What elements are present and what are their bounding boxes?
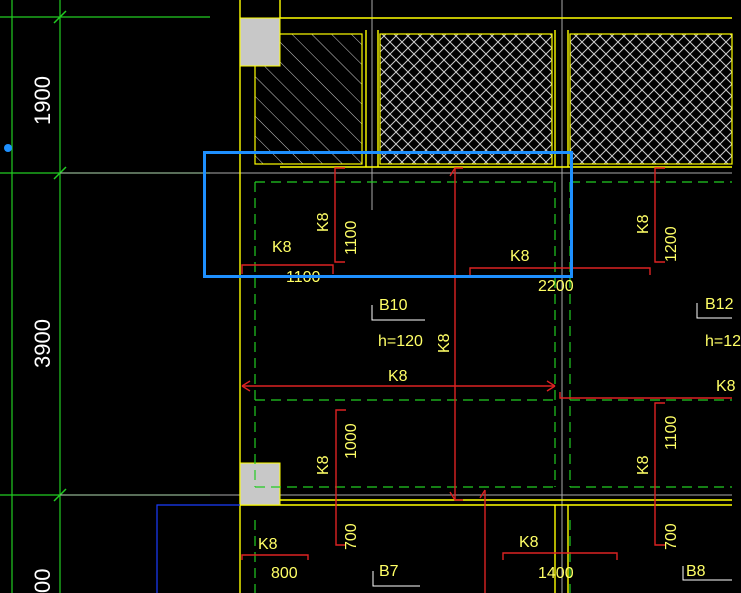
rebar-label-k8[interactable]: K8 — [258, 536, 278, 553]
rebar-label-k8[interactable]: K8 — [510, 248, 530, 265]
selection-rectangle[interactable] — [203, 151, 573, 278]
rebar-label-k8[interactable]: K8 — [436, 333, 453, 353]
slab-label-leaders — [371, 303, 732, 587]
axis-line-blue — [156, 504, 240, 593]
rebar-label-k8[interactable]: K8 — [635, 455, 652, 475]
grip-point[interactable] — [4, 144, 12, 152]
column-top[interactable] — [239, 17, 281, 67]
rebar-length-label[interactable]: 800 — [271, 565, 298, 582]
rebar-label-k8[interactable]: K8 — [635, 214, 652, 234]
rebar-label-k8[interactable]: K8 — [716, 378, 736, 395]
slab-thickness-b12[interactable]: h=12 — [705, 333, 741, 350]
rebar-length-label[interactable]: 700 — [343, 523, 360, 550]
rebar-length-label[interactable]: 700 — [663, 523, 680, 550]
rebar-label-k8[interactable]: K8 — [315, 455, 332, 475]
dimension-chain-left — [0, 0, 210, 593]
slab-name-b12[interactable]: B12 — [705, 296, 734, 313]
rebar-length-label[interactable]: 1000 — [343, 423, 360, 459]
rebar-arrowheads — [241, 167, 556, 501]
rebar-length-label[interactable]: 1200 — [663, 226, 680, 262]
rebar-length-label[interactable]: 1400 — [538, 565, 574, 582]
rebar-lines — [241, 167, 732, 593]
slab-name-b7[interactable]: B7 — [379, 563, 399, 580]
rebar-label-k8[interactable]: K8 — [272, 239, 292, 256]
dimension-left-top: 1900 — [30, 76, 55, 125]
hatched-slab-cross-2 — [569, 33, 733, 165]
dimension-left-bottom: 00 — [30, 568, 55, 593]
slab-name-b10[interactable]: B10 — [379, 297, 408, 314]
rebar-length-label[interactable]: 2200 — [538, 278, 574, 295]
dimension-left-mid: 3900 — [30, 319, 55, 368]
column-bottom[interactable] — [239, 462, 281, 506]
rebar-length-label[interactable]: 1100 — [663, 415, 680, 450]
rebar-label-k8[interactable]: K8 — [519, 534, 539, 551]
rebar-label-k8[interactable]: K8 — [388, 368, 408, 385]
slab-thickness-b10[interactable]: h=120 — [378, 333, 423, 350]
slab-name-b8[interactable]: B8 — [686, 563, 706, 580]
hatched-slab-cross-1 — [379, 33, 553, 165]
